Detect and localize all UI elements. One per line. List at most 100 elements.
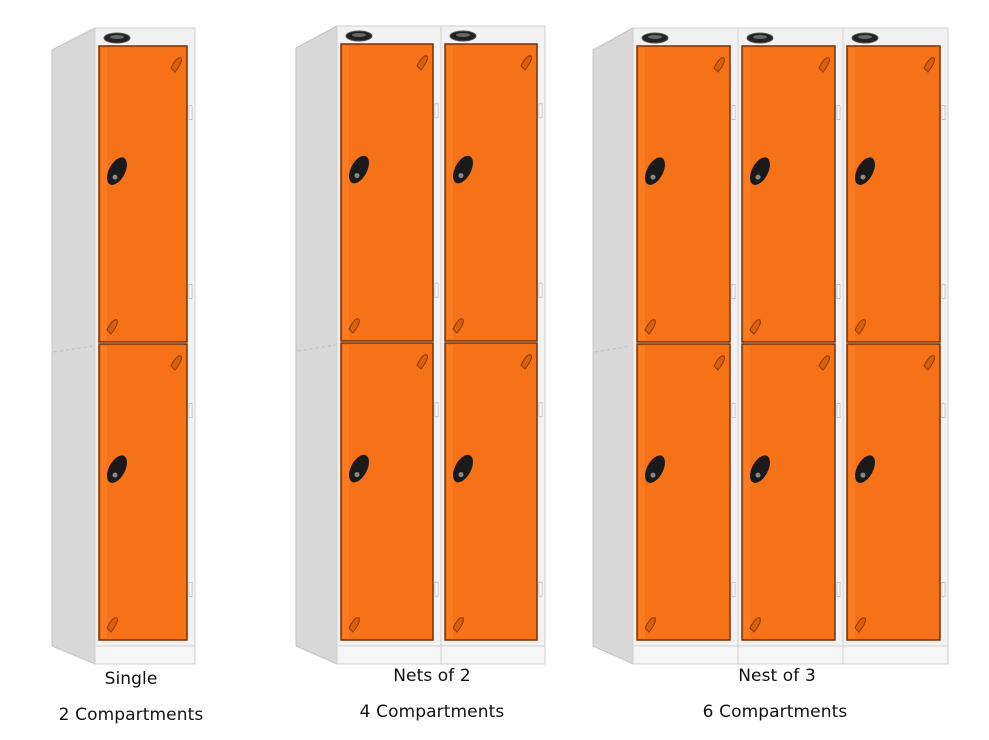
lock-handle-icon <box>107 157 127 185</box>
locker-door <box>444 342 543 641</box>
hinge <box>434 103 439 119</box>
locker-column <box>336 25 442 665</box>
door-vent-bottom-icon <box>749 319 761 335</box>
cabinet-plinth <box>632 645 739 665</box>
locker-door <box>98 343 193 641</box>
cabinet-side-panel <box>51 27 96 665</box>
group-single-compartments: 2 Compartments <box>58 705 204 725</box>
side-panel-seam <box>297 344 336 352</box>
hinge <box>538 103 543 119</box>
cabinet-side-panel <box>295 25 338 665</box>
lock-handle-icon <box>750 157 770 185</box>
keyhole-icon <box>112 472 118 478</box>
locker-door <box>741 343 841 641</box>
locker-door <box>444 43 543 342</box>
door-sheen <box>101 346 107 638</box>
locker-group-single <box>51 27 196 665</box>
group-nest-2-name: Nets of 2 <box>393 666 471 686</box>
door-sheen <box>343 46 349 339</box>
locker-column <box>737 27 844 665</box>
locker-column <box>842 27 949 665</box>
door-vent-bottom-icon <box>348 617 360 633</box>
keyhole-icon <box>860 472 866 478</box>
keyhole-icon <box>354 472 360 478</box>
hinge <box>538 581 543 597</box>
vent-badge-highlight <box>858 35 872 39</box>
hinge <box>188 582 193 597</box>
lock-handle-icon <box>349 155 369 184</box>
door-vent-top-icon <box>713 355 725 371</box>
hinge <box>188 105 193 120</box>
door-sheen <box>639 48 645 340</box>
lock-handle-icon <box>855 157 875 185</box>
vent-badge-highlight <box>110 35 124 39</box>
door-panel <box>444 342 538 641</box>
door-vent-top-icon <box>170 355 182 371</box>
door-panel <box>741 45 836 343</box>
door-vent-top-icon <box>713 57 725 73</box>
door-vent-bottom-icon <box>452 617 464 633</box>
locker-column <box>632 27 739 665</box>
door-panel <box>846 343 941 641</box>
hinge <box>538 282 543 298</box>
hinge <box>941 403 946 419</box>
lock-handle-icon <box>645 455 665 483</box>
hinge <box>941 283 946 299</box>
door-vent-bottom-icon <box>106 319 118 335</box>
lock-handle-icon <box>453 454 473 483</box>
cabinet-side-panel <box>592 27 634 665</box>
door-vent-bottom-icon <box>854 319 866 335</box>
door-panel <box>444 43 538 342</box>
door-panel <box>636 45 731 343</box>
door-vent-top-icon <box>416 55 428 71</box>
vent-badge-highlight <box>456 33 470 37</box>
locker-door <box>846 45 946 343</box>
keyhole-icon <box>755 174 761 180</box>
hinge <box>941 582 946 597</box>
door-panel <box>98 343 188 641</box>
keyhole-icon <box>650 174 656 180</box>
hinge <box>941 105 946 120</box>
hinge <box>434 402 439 418</box>
lock-handle-icon <box>855 455 875 483</box>
keyhole-icon <box>354 173 360 179</box>
locker-door <box>636 343 736 641</box>
cabinet-plinth <box>737 645 844 665</box>
door-vent-top-icon <box>520 55 532 71</box>
door-sheen <box>447 46 453 339</box>
keyhole-icon <box>755 472 761 478</box>
locker-door <box>846 343 946 641</box>
vent-badge-highlight <box>753 35 767 39</box>
keyhole-icon <box>650 472 656 478</box>
hinge <box>434 581 439 597</box>
hinge <box>731 105 736 120</box>
locker-group-nest-2 <box>295 25 546 665</box>
group-nest-3-compartments: 6 Compartments <box>702 702 848 722</box>
hinge <box>836 105 841 120</box>
locker-door <box>340 342 439 641</box>
hinge <box>731 582 736 597</box>
door-vent-bottom-icon <box>854 617 866 633</box>
hinge <box>836 283 841 299</box>
door-sheen <box>447 345 453 638</box>
locker-door <box>741 45 841 343</box>
keyhole-icon <box>458 173 464 179</box>
keyhole-icon <box>458 472 464 478</box>
lock-handle-icon <box>453 155 473 184</box>
cabinet-plinth <box>842 645 949 665</box>
door-panel <box>98 45 188 343</box>
group-nest-2-compartments: 4 Compartments <box>359 702 505 722</box>
hinge <box>836 403 841 419</box>
lock-handle-icon <box>645 157 665 185</box>
door-panel <box>340 43 434 342</box>
door-vent-bottom-icon <box>644 617 656 633</box>
keyhole-icon <box>860 174 866 180</box>
door-sheen <box>849 346 855 638</box>
hinge <box>434 282 439 298</box>
door-sheen <box>639 346 645 638</box>
vent-badge-highlight <box>352 33 366 37</box>
door-vent-bottom-icon <box>644 319 656 335</box>
door-vent-bottom-icon <box>106 617 118 633</box>
vent-badge-highlight <box>648 35 662 39</box>
